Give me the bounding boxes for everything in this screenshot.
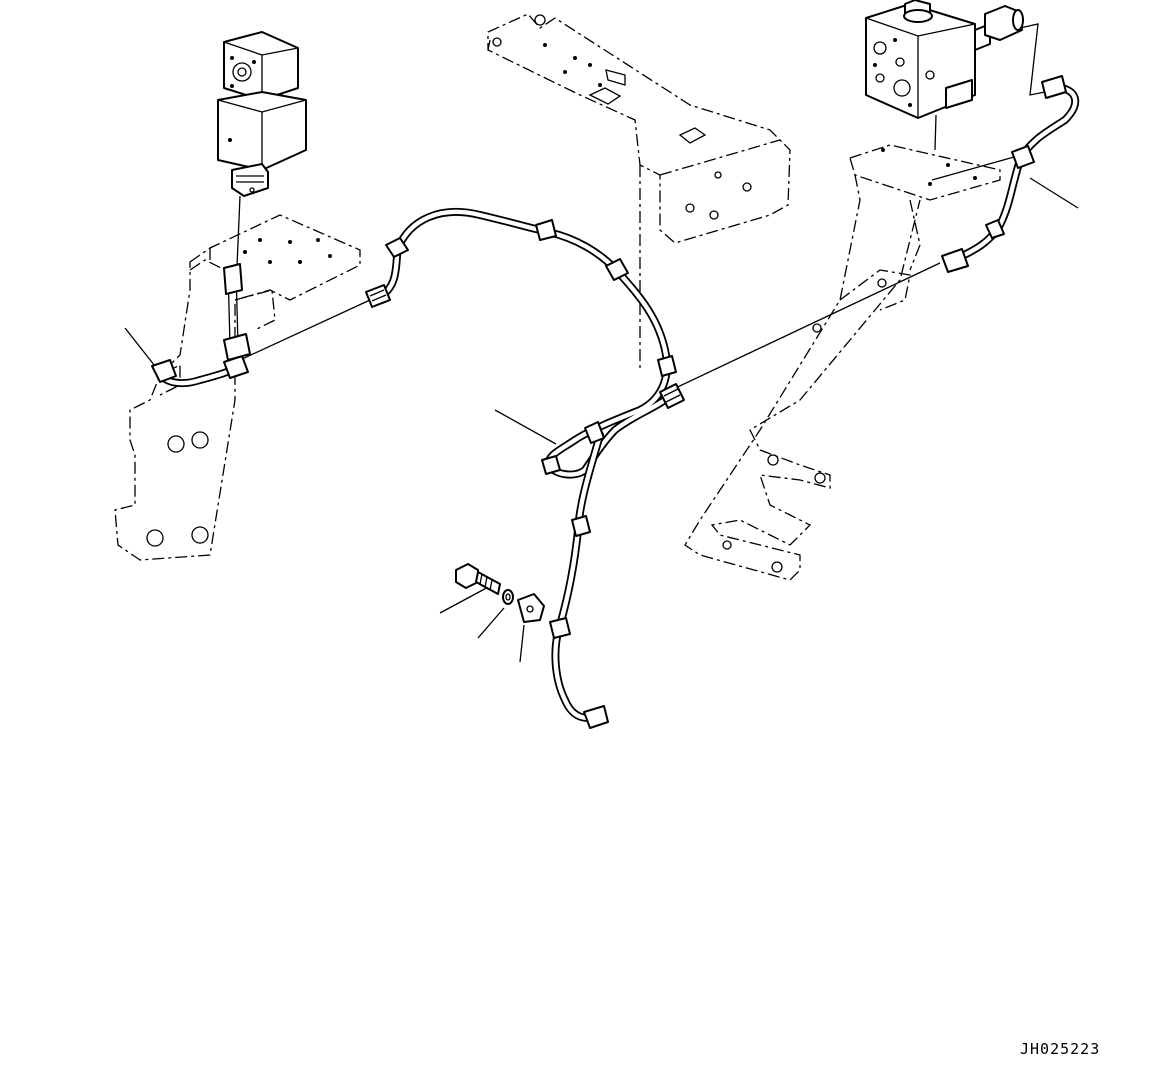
connector-bottom (583, 705, 609, 729)
center-bracket (487, 13, 791, 370)
washer-icon (502, 589, 514, 605)
left-harness (151, 263, 251, 388)
leader-lines (124, 156, 1079, 663)
left-bracket (114, 214, 361, 561)
fasteners (455, 563, 545, 623)
right-harness (941, 75, 1080, 273)
drawing-code: JH025223 (1020, 1040, 1101, 1058)
right-bracket (684, 144, 1001, 581)
bolt-icon (455, 563, 501, 595)
right-valve-block (865, 0, 1046, 151)
clip-icon (517, 593, 545, 623)
left-solenoid-valve (217, 31, 307, 291)
main-harness (365, 207, 685, 729)
